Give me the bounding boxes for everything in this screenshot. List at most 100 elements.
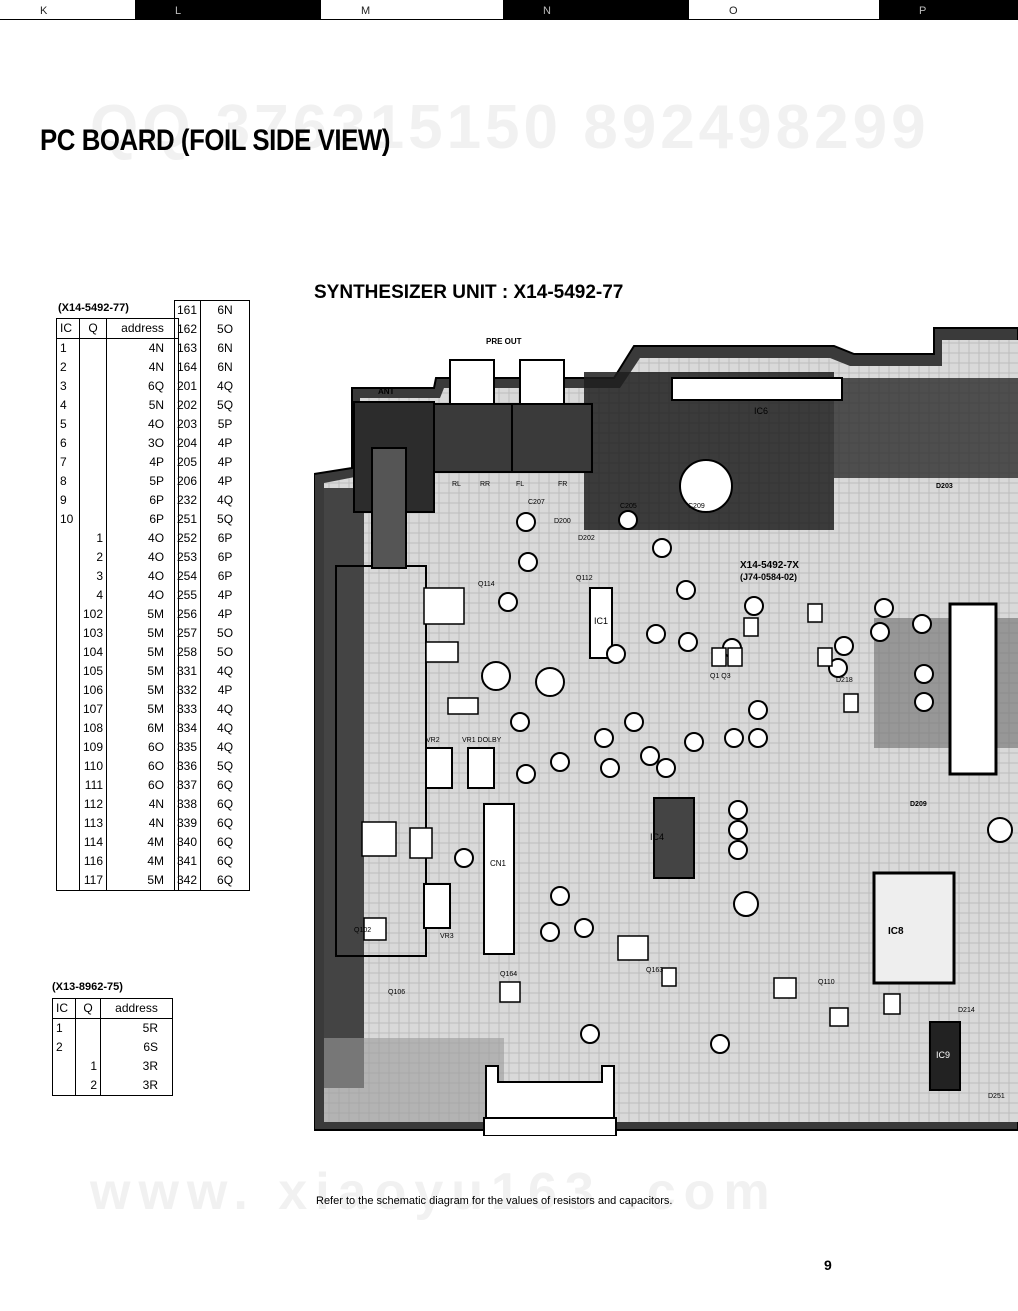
table-cell (56, 719, 80, 738)
table-cell: 332 (173, 681, 202, 700)
table-cell: 4P (200, 472, 251, 491)
table-cell (56, 738, 80, 757)
table-cell: 336 (173, 757, 202, 776)
table-cell: 6Q (106, 377, 180, 396)
table-cell: 5Q (200, 396, 251, 415)
table-cell: 2 (56, 358, 80, 377)
table-cell (56, 529, 80, 548)
table-cell: 1 (52, 1018, 76, 1038)
label-vr2: VR2 (426, 737, 440, 744)
table-cell: 342 (173, 871, 202, 891)
table-cell: 1 (75, 1057, 101, 1076)
table-cell: 6P (200, 529, 251, 548)
table-cell: 4O (106, 586, 180, 605)
table-cell: 102 (78, 605, 108, 624)
table-cell: 4O (106, 529, 180, 548)
table-cell (56, 795, 80, 814)
ruler-cell-p: P (879, 0, 1018, 20)
header-q: Q (75, 998, 101, 1019)
table-cell (56, 700, 80, 719)
table-cell (56, 643, 80, 662)
table-cell: 117 (78, 871, 108, 891)
table-cell (56, 776, 80, 795)
label-d202: D202 (578, 535, 595, 542)
unit-title: SYNTHESIZER UNIT : X14-5492-77 (314, 282, 624, 303)
table-cell: 331 (173, 662, 202, 681)
table-cell: 4 (56, 396, 80, 415)
table-cell (56, 681, 80, 700)
header-ic: IC (56, 318, 80, 339)
header-ic: IC (52, 998, 76, 1019)
table-cell: 4 (78, 586, 108, 605)
table-cell: 5O (200, 624, 251, 643)
table-cell (56, 871, 80, 891)
table-cell: 258 (173, 643, 202, 662)
table-cell: 6P (106, 510, 180, 529)
table-cell: 335 (173, 738, 202, 757)
table-cell (52, 1057, 76, 1076)
table-cell: 4O (106, 548, 180, 567)
label-d218: D218 (836, 677, 853, 684)
label-d209: D209 (910, 801, 927, 808)
table-cell: 5M (106, 871, 180, 891)
label-c205: C205 (620, 503, 637, 510)
label-fr: FR (558, 481, 567, 488)
label-ic8: IC8 (888, 926, 904, 937)
table-cell (56, 605, 80, 624)
table-cell (78, 396, 108, 415)
table-cell (56, 852, 80, 871)
table-cell (78, 415, 108, 434)
table-cell: 232 (173, 491, 202, 510)
table-cell: 6 (56, 434, 80, 453)
table-cell: 164 (173, 358, 202, 377)
table-cell (78, 338, 108, 358)
table-cell: 5M (106, 643, 180, 662)
label-q110: Q110 (818, 979, 835, 986)
table-cell (78, 377, 108, 396)
table-cell: 5Q (200, 757, 251, 776)
table-cell: 340 (173, 833, 202, 852)
watermark-bottom: www. xiaoyu163 .com (90, 1163, 778, 1221)
table-cell: 6Q (200, 852, 251, 871)
table-cell: 5M (106, 681, 180, 700)
table-cell: 4P (200, 434, 251, 453)
table-cell (56, 548, 80, 567)
label-ic4: IC4 (650, 832, 664, 842)
table-cell: 9 (56, 491, 80, 510)
label-vr3: VR3 (440, 933, 454, 940)
table3-caption: (X13-8962-75) (52, 981, 123, 993)
table-cell: 4P (106, 453, 180, 472)
table-cell: 6N (200, 300, 251, 320)
table-cell: 204 (173, 434, 202, 453)
column-ruler: K L M N O P (0, 0, 1018, 20)
table-cell (75, 1038, 101, 1057)
table-cell (78, 453, 108, 472)
label-cn1: CN1 (490, 859, 507, 868)
table-cell: 5M (106, 624, 180, 643)
table-cell (78, 491, 108, 510)
